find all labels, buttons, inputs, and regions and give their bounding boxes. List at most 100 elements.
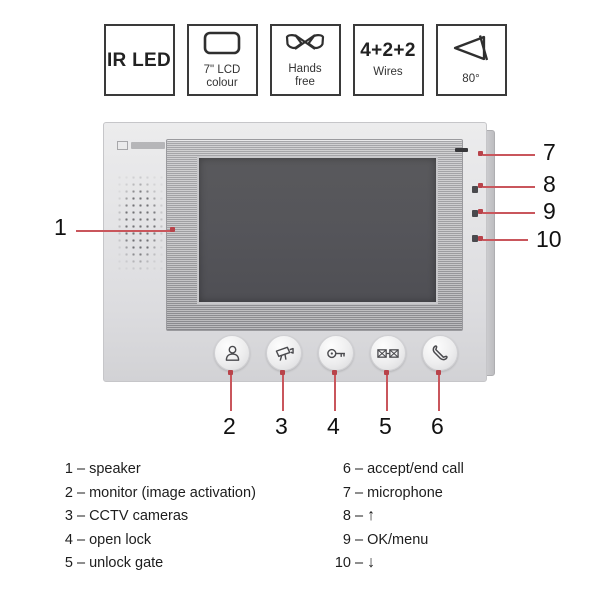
legend-column-left: 1 – speaker 2 – monitor (image activatio…	[52, 458, 256, 576]
legend-text: CCTV cameras	[89, 508, 189, 524]
brand-logo	[117, 140, 165, 151]
legend-index: 1	[64, 461, 73, 477]
legend-index: 2	[64, 484, 73, 501]
badge-view-angle: 80°	[435, 24, 507, 96]
callout-2-endpoint	[228, 370, 233, 375]
person-icon	[223, 344, 242, 363]
legend-text: speaker	[89, 461, 141, 477]
callout-7-leader	[483, 154, 535, 156]
callout-4-leader	[334, 375, 336, 411]
badge-wires-label: Wires	[373, 66, 403, 79]
legend-index: 9	[342, 531, 351, 548]
key-icon	[326, 346, 347, 361]
handset-crossed-icon	[284, 32, 326, 59]
callout-9: 9	[543, 198, 556, 224]
legend-text: OK/menu	[367, 531, 429, 548]
legend-item: 2 – monitor (image activation)	[52, 482, 256, 506]
front-button-row	[103, 335, 485, 379]
legend-dash: –	[355, 484, 364, 501]
legend-item: 8 – ↑	[330, 505, 464, 529]
legend-index: 6	[342, 461, 351, 477]
ok-menu-button[interactable]	[472, 210, 478, 217]
legend-text: monitor (image activation)	[89, 484, 256, 501]
callout-3-leader	[282, 375, 284, 411]
legend-item: 6 – accept/end call	[330, 458, 464, 482]
down-arrow-icon: ↓	[367, 554, 376, 571]
badge-view-angle-label: 80°	[462, 73, 480, 86]
callout-7: 7	[543, 139, 556, 165]
monitor-button[interactable]	[214, 335, 250, 371]
legend-dash: –	[355, 555, 364, 571]
callout-10: 10	[536, 226, 562, 252]
lcd-display	[197, 156, 438, 304]
speaker-grille	[116, 174, 164, 272]
down-button[interactable]	[472, 235, 478, 242]
speaker-grille-dots	[116, 174, 164, 272]
up-arrow-icon: ↑	[367, 507, 376, 524]
open-lock-button[interactable]	[318, 335, 354, 371]
legend-item: 9 – OK/menu	[330, 529, 464, 553]
legend-item: 10 – ↓	[330, 552, 464, 576]
screen-bezel	[166, 139, 463, 331]
callout-2-leader	[230, 375, 232, 411]
legend-text: open lock	[89, 531, 152, 548]
intercom-monitor-device	[103, 122, 499, 387]
callout-8-endpoint	[478, 183, 483, 188]
legend-text: accept/end call	[367, 461, 464, 477]
legend-item: 4 – open lock	[52, 529, 256, 553]
legend-item: 7 – microphone	[330, 482, 464, 506]
legend-index: 8	[342, 508, 351, 524]
badge-wires-title: 4+2+2	[360, 40, 416, 62]
callout-6-endpoint	[436, 370, 441, 375]
callout-10-endpoint	[478, 236, 483, 241]
gate-icon	[377, 347, 399, 360]
callout-8-leader	[483, 186, 535, 188]
brand-logo-mark	[117, 141, 128, 150]
legend-dash: –	[355, 531, 364, 548]
legend-item: 5 – unlock gate	[52, 552, 256, 576]
callout-3: 3	[275, 413, 288, 439]
badge-hands-free-label: Hands free	[288, 62, 322, 88]
legend-dash: –	[77, 484, 86, 501]
badge-wires: 4+2+2 Wires	[352, 24, 424, 96]
callout-10-leader	[483, 239, 528, 241]
callout-1-endpoint	[170, 227, 175, 232]
cctv-camera-icon	[274, 344, 295, 363]
cctv-button[interactable]	[266, 335, 302, 371]
badge-hands-free: Hands free	[269, 24, 341, 96]
callout-9-endpoint	[478, 209, 483, 214]
callout-2: 2	[223, 413, 236, 439]
legend: 1 – speaker 2 – monitor (image activatio…	[0, 458, 610, 598]
legend-dash: –	[355, 461, 364, 477]
callout-1-leader	[76, 230, 172, 232]
legend-index: 4	[64, 531, 73, 548]
lcd-screen-icon	[203, 31, 241, 60]
badge-ir-led-title: IR LED	[106, 49, 172, 71]
callout-6: 6	[431, 413, 444, 439]
badge-ir-led: IR LED	[103, 24, 175, 96]
call-button[interactable]	[422, 335, 458, 371]
badge-lcd-label: 7" LCD colour	[203, 63, 241, 89]
legend-text: microphone	[367, 484, 443, 501]
legend-index: 3	[64, 508, 73, 524]
callout-8: 8	[543, 171, 556, 197]
brand-logo-wordmark	[131, 142, 165, 149]
callout-4: 4	[327, 413, 340, 439]
legend-column-right: 6 – accept/end call 7 – microphone 8 – ↑…	[330, 458, 464, 576]
legend-item: 3 – CCTV cameras	[52, 505, 256, 529]
callout-9-leader	[483, 212, 535, 214]
legend-dash: –	[77, 555, 86, 571]
up-button[interactable]	[472, 186, 478, 193]
microphone-slot	[455, 148, 468, 152]
legend-item: 1 – speaker	[52, 458, 256, 482]
callout-6-leader	[438, 375, 440, 411]
callout-7-endpoint	[478, 151, 483, 156]
legend-index: 5	[64, 555, 73, 571]
callout-3-endpoint	[280, 370, 285, 375]
callout-4-endpoint	[332, 370, 337, 375]
legend-index: 7	[342, 484, 351, 501]
legend-dash: –	[77, 508, 86, 524]
callout-5-endpoint	[384, 370, 389, 375]
legend-text: unlock gate	[89, 555, 164, 571]
unlock-gate-button[interactable]	[370, 335, 406, 371]
